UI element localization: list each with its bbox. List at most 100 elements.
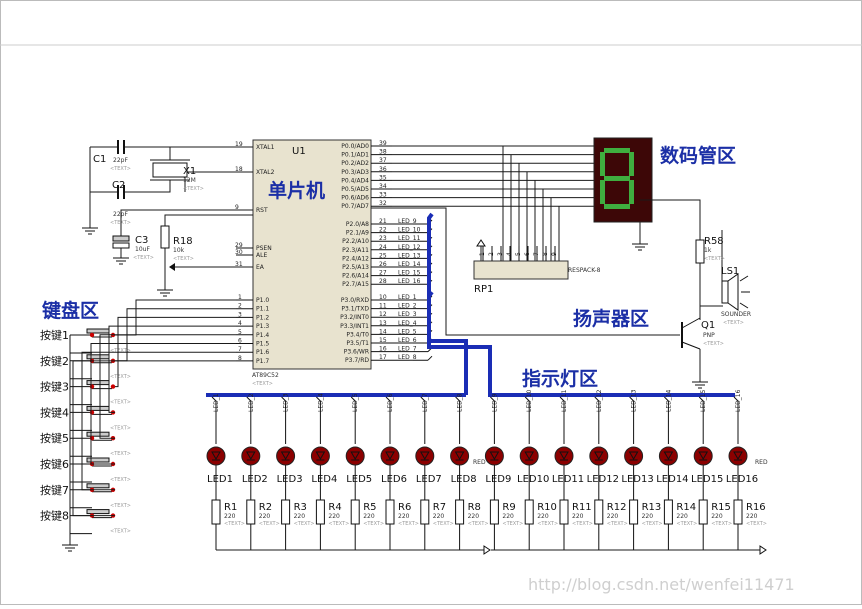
- led-icon[interactable]: [450, 446, 470, 466]
- mcu-pin-name: P3.4/T0: [346, 331, 369, 338]
- resistor-icon[interactable]: [420, 499, 430, 525]
- key-terminal[interactable]: [89, 410, 95, 415]
- diode-icon: [698, 451, 709, 461]
- seven-segment-display[interactable]: 数码管区: [392, 137, 736, 261]
- key-to-mcu-wire: [108, 325, 236, 413]
- sounder-ls1[interactable]: [721, 280, 729, 304]
- bus-entry: [664, 396, 669, 402]
- mcu-pin-name: PSEN: [256, 245, 272, 252]
- led-ref: LED1: [207, 474, 233, 485]
- mcu-pin-number: 24: [379, 244, 387, 251]
- r58-resistor[interactable]: [695, 239, 705, 264]
- net-label: LED_4: [398, 320, 417, 327]
- net-label: LED_16: [398, 278, 421, 285]
- key-button-cap: [86, 431, 110, 437]
- mcu-pin-name: P0.4/AD4: [341, 177, 369, 184]
- key-label: 按键8: [40, 509, 69, 523]
- resistor-icon[interactable]: [246, 499, 256, 525]
- mcu-pin-name: P0.2/AD2: [341, 160, 369, 167]
- led-icon[interactable]: [624, 446, 644, 466]
- rp1-pin-number: 3: [497, 252, 504, 256]
- r18-resistor[interactable]: [160, 225, 170, 249]
- x1-text: <TEXT>: [183, 186, 204, 192]
- led-icon[interactable]: [380, 446, 400, 466]
- mcu-pin-name: P2.1/A9: [346, 230, 369, 237]
- bus-entry: [350, 396, 356, 402]
- mcu-pin-name: P1.3: [256, 323, 269, 330]
- q1-collector: [681, 341, 701, 350]
- resistor-icon[interactable]: [733, 499, 743, 525]
- mcu-pin-number: 10: [379, 294, 387, 301]
- key-terminal[interactable]: [89, 332, 95, 338]
- resistor-icon[interactable]: [663, 499, 673, 525]
- led-icon[interactable]: [589, 446, 609, 466]
- bus-entry: [281, 396, 286, 402]
- led-icon[interactable]: [415, 446, 435, 466]
- net-label: LED_11: [398, 235, 421, 242]
- mcu-pin-number: 8: [238, 355, 242, 362]
- led-icon[interactable]: [206, 446, 226, 466]
- led-icon[interactable]: [310, 446, 330, 466]
- resistor-icon[interactable]: [315, 499, 325, 525]
- key-label: 按键4: [40, 405, 69, 419]
- crystal-x1[interactable]: [152, 162, 188, 178]
- sound-wave-1: [739, 275, 749, 282]
- segment-bar: [629, 180, 634, 204]
- resistor-icon[interactable]: [559, 499, 569, 525]
- mcu-pin-name: P2.5/A13: [342, 264, 369, 271]
- c2-text: <TEXT>: [110, 220, 131, 226]
- mcu-pin-number: 14: [379, 328, 387, 335]
- mcu-pin-number: 9: [235, 204, 239, 211]
- led-icon[interactable]: [276, 446, 296, 466]
- led-icon[interactable]: [554, 446, 574, 466]
- resistor-icon[interactable]: [211, 499, 221, 525]
- mcu-pin-number: 13: [379, 320, 387, 327]
- led-icon[interactable]: [345, 446, 365, 466]
- mcu-pin-number: 38: [379, 149, 387, 156]
- region-title-keyboard: 键盘区: [41, 299, 99, 322]
- mcu-pin-number: 23: [379, 235, 387, 242]
- resistor-icon[interactable]: [698, 499, 708, 525]
- led-ref: LED5: [346, 474, 372, 485]
- key-terminal[interactable]: [89, 436, 95, 441]
- resistor-icon[interactable]: [350, 499, 360, 525]
- mcu-pin-number: 32: [379, 200, 387, 207]
- key-button-cap: [86, 457, 110, 463]
- rp1-pin-number: 5: [515, 252, 522, 256]
- resistor-icon[interactable]: [594, 499, 604, 525]
- led-icon[interactable]: [728, 446, 748, 466]
- resistor-icon[interactable]: [281, 499, 291, 525]
- resistor-icon[interactable]: [629, 499, 639, 525]
- led-icon[interactable]: [519, 446, 539, 466]
- resistor-icon[interactable]: [455, 499, 465, 525]
- resistor-text: <TEXT>: [642, 521, 663, 527]
- led-icon[interactable]: [693, 446, 713, 466]
- led-ref: LED13: [621, 474, 653, 485]
- led-net-label: LED_13: [631, 389, 638, 412]
- bus-entry: [733, 396, 739, 402]
- led-icon[interactable]: [484, 446, 504, 466]
- net-label: LED_7: [398, 346, 417, 353]
- mcu-pin-name: P3.2/INT0: [340, 314, 369, 321]
- diode-icon: [245, 451, 256, 461]
- rp1-pin-number: 4: [506, 252, 513, 256]
- resistor-icon[interactable]: [524, 499, 534, 525]
- led-icon[interactable]: [241, 446, 261, 466]
- mcu-text: <TEXT>: [252, 381, 273, 387]
- resistor-icon[interactable]: [385, 499, 395, 525]
- resistor-value: 220: [711, 513, 723, 520]
- p2-led-bus: [427, 290, 735, 397]
- led-icon[interactable]: [658, 446, 678, 466]
- key-terminal[interactable]: [89, 384, 95, 389]
- led-rail-arrow-left: [483, 545, 491, 555]
- rp1-ref: RP1: [474, 284, 493, 295]
- led-ref: LED14: [656, 474, 688, 485]
- key-terminal[interactable]: [110, 384, 116, 389]
- key-text: <TEXT>: [110, 348, 131, 354]
- region-title-segment: 数码管区: [660, 144, 736, 167]
- led-net-label: LED_15: [700, 389, 707, 412]
- resistor-text: <TEXT>: [363, 521, 384, 527]
- resistor-icon[interactable]: [489, 499, 499, 525]
